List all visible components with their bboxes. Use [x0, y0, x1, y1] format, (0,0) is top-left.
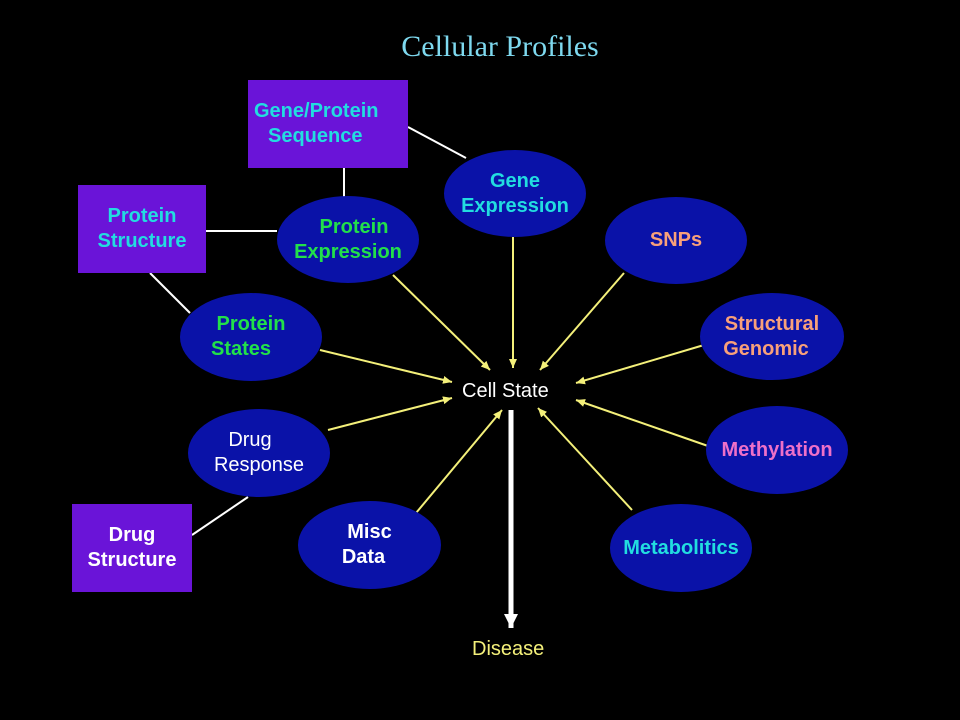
node-gene-protein-sequence: Gene/Protein Sequence: [248, 80, 408, 168]
node-gene-protein-sequence-line1: Gene/Protein: [254, 100, 379, 122]
node-gene-expression-line1: Gene: [489, 169, 541, 192]
node-protein-states-line2: States: [210, 338, 272, 360]
node-protein-expression-line1: Protein: [319, 215, 389, 238]
node-protein-states-line1: Protein: [216, 313, 286, 335]
arrow-snps: [539, 272, 625, 371]
node-protein-expression: Protein Expression: [277, 196, 419, 283]
node-gene-expression-line2: Expression: [461, 194, 569, 217]
node-protein-states: Protein States: [180, 293, 322, 381]
arrow-structural-genomic: [575, 344, 705, 385]
node-misc-data-line2: Data: [341, 546, 386, 568]
node-drug-response: Drug Response: [188, 409, 330, 497]
node-methylation-line1: Methylation: [721, 438, 833, 461]
node-metabolitics-line1: Metabolitics: [623, 536, 739, 559]
node-drug-structure-line1: Drug: [108, 524, 156, 546]
disease-label: Disease: [472, 638, 545, 660]
node-protein-expression-line2: Expression: [294, 240, 402, 263]
arrow-methylation: [575, 399, 709, 447]
arrow-drug-response: [327, 396, 453, 431]
arrow-protein-states: [319, 349, 453, 384]
node-structural-genomic-line2: Genomic: [723, 337, 809, 360]
node-structural-genomic-line1: Structural: [724, 312, 820, 335]
node-methylation: Methylation: [706, 406, 848, 494]
arrow-protein-expression: [392, 274, 491, 371]
node-drug-structure: Drug Structure: [72, 504, 192, 592]
cell-state-label: Cell State: [462, 380, 549, 402]
link-structure-protein-states: [149, 272, 191, 314]
node-snps: SNPs: [605, 197, 747, 284]
node-drug-response-line2: Response: [213, 454, 305, 476]
node-drug-structure-line2: Structure: [87, 549, 177, 571]
diagram-title: Cellular Profiles: [401, 30, 599, 63]
arrow-misc-data: [415, 409, 503, 514]
arrow-metabolitics: [537, 407, 633, 511]
link-drug-structure-response: [191, 496, 249, 536]
node-drug-response-line1: Drug: [228, 429, 272, 451]
node-misc-data-line1: Misc: [347, 521, 392, 543]
node-gene-expression: Gene Expression: [444, 150, 586, 237]
node-structural-genomic: Structural Genomic: [700, 293, 844, 380]
node-gene-protein-sequence-line2: Sequence: [268, 125, 363, 147]
node-misc-data: Misc Data: [298, 501, 441, 589]
link-sequence-gene-expression: [407, 126, 467, 159]
node-metabolitics: Metabolitics: [610, 504, 752, 592]
node-protein-structure-line2: Structure: [97, 230, 187, 252]
node-protein-structure-line1: Protein: [107, 205, 177, 227]
node-snps-line1: SNPs: [649, 229, 703, 251]
node-protein-structure: Protein Structure: [78, 185, 206, 273]
